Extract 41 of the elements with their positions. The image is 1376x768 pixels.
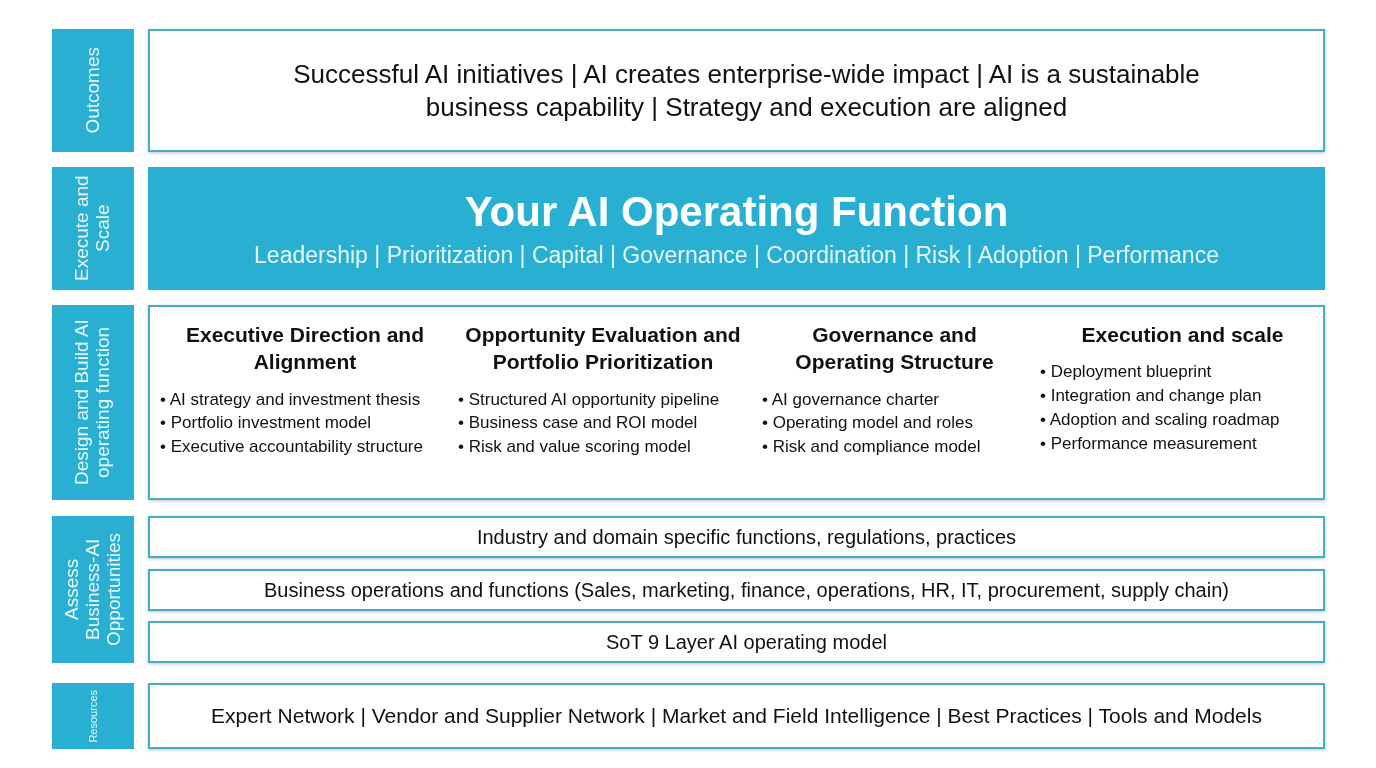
- bullet-item: • Portfolio investment model: [160, 412, 372, 435]
- column-heading: Opportunity Evaluation and Portfolio Prioritization: [464, 322, 742, 376]
- bullet-item: • Risk and value scoring model: [458, 436, 692, 459]
- bullet-item: • Integration and change plan: [1040, 385, 1263, 408]
- band-title: Your AI Operating Function: [464, 188, 1009, 236]
- layer-panel: [148, 305, 1325, 500]
- column-heading: Governance and Operating Structure: [794, 322, 995, 376]
- section-label: Design and Build AI operating function: [72, 318, 114, 488]
- section-band: [52, 29, 134, 152]
- bullet-item: • AI strategy and investment thesis: [160, 388, 422, 411]
- layer-box: [148, 516, 1325, 558]
- section-band: [52, 516, 134, 663]
- section-label: Resources: [86, 689, 100, 743]
- layer-text: SoT 9 Layer AI operating model: [605, 629, 888, 655]
- layer-text: Expert Network | Vendor and Supplier Network | Market and Field Intelligence | Best Practices | Tools and Models: [210, 702, 1263, 729]
- band-subtitle: Leadership | Prioritization | Capital | Governance | Coordination | Risk | Adoption | Performance: [254, 242, 1219, 269]
- bullet-item: • Deployment blueprint: [1040, 361, 1213, 384]
- bullet-item: • Operating model and roles: [762, 412, 974, 435]
- layer-box: [148, 569, 1325, 611]
- column-heading: Executive Direction and Alignment: [184, 322, 426, 376]
- layer-text: Successful AI initiatives | AI creates enterprise-wide impact | AI is a sustainable business capability | Strategy and execution are aligned: [292, 58, 1201, 123]
- layer-box: [148, 621, 1325, 663]
- section-band: [52, 683, 134, 749]
- section-band: [52, 167, 134, 290]
- bullet-item: • Business case and ROI model: [458, 412, 699, 435]
- section-label: Outcomes: [82, 47, 104, 134]
- bullet-item: • Performance measurement: [1040, 432, 1258, 455]
- layer-text: Industry and domain specific functions, regulations, practices: [475, 524, 1018, 550]
- layer-box: [148, 29, 1325, 152]
- bullet-item: • AI governance charter: [762, 388, 940, 411]
- bullet-item: • Adoption and scaling roadmap: [1040, 408, 1281, 431]
- bullet-item: • Structured AI opportunity pipeline: [458, 388, 721, 411]
- layer-text: Business operations and functions (Sales, marketing, finance, operations, HR, IT, procurement, supply chain): [263, 577, 1230, 603]
- highlight-band: [148, 167, 1325, 290]
- layer-box: [148, 683, 1325, 749]
- bullet-item: • Risk and compliance model: [762, 436, 982, 459]
- section-label: Assess Business-AI Opportunities: [61, 532, 125, 648]
- column-heading: Execution and scale: [1081, 322, 1284, 348]
- section-label: Execute and Scale: [72, 174, 114, 284]
- section-band: [52, 305, 134, 500]
- bullet-item: • Executive accountability structure: [160, 436, 424, 459]
